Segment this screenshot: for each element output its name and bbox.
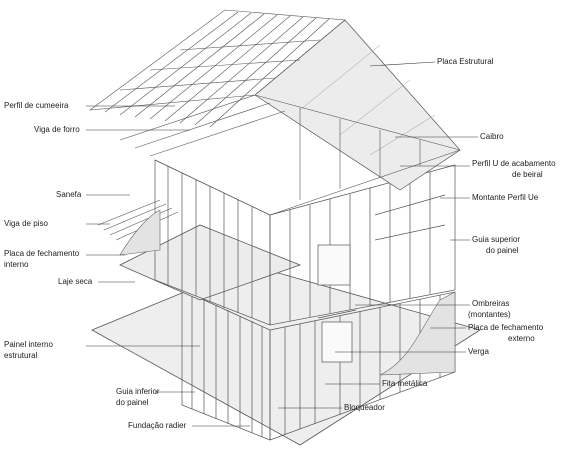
label-perfil-u-line1: Perfil U de acabamento — [472, 159, 556, 168]
label-guia-inferior-line1: Guia inferior — [116, 387, 160, 396]
label-bloqueador: Bloqueador — [344, 403, 385, 412]
interior-sheathing — [119, 209, 161, 256]
label-placa-fech-interno-line1: Placa de fechamento — [4, 249, 80, 258]
label-placa-fech-externo-line2: externo — [508, 334, 535, 343]
label-verga: Verga — [468, 347, 489, 356]
label-placa-fech-interno-line2: interno — [4, 260, 29, 269]
ceiling-joists — [119, 94, 461, 216]
label-sanefa: Sanefa — [56, 190, 82, 199]
exterior-sheathing — [379, 291, 456, 376]
label-guia-superior-line2: do painel — [486, 246, 519, 255]
leader-lines — [86, 61, 478, 427]
label-painel-interno-line1: Painel interno — [4, 340, 53, 349]
label-placa-estrutural: Placa Estrutural — [437, 57, 494, 66]
label-guia-inferior-line2: do painel — [116, 398, 149, 407]
label-ombreiras-line2: (montantes) — [468, 310, 511, 319]
label-laje-seca: Laje seca — [58, 277, 93, 286]
label-fundacao-radier: Fundação radier — [128, 421, 187, 430]
ground-floor-side-wall — [269, 291, 456, 441]
roof-sheathing-seams — [299, 44, 436, 156]
label-placa-fech-externo-line1: Placa de fechamento — [468, 323, 544, 332]
roof-rafters — [88, 9, 346, 128]
label-perfil-u-line2: de beiral — [512, 170, 543, 179]
label-viga-forro: Viga de forro — [34, 125, 80, 134]
label-guia-superior-line1: Guia superior — [472, 235, 521, 244]
label-perfil-cumeeira: Perfil de cumeeira — [4, 101, 69, 110]
label-viga-piso: Viga de piso — [4, 219, 48, 228]
label-caibro: Caibro — [480, 132, 504, 141]
label-fita-metalica: Fita metálica — [382, 379, 428, 388]
roof-sheathing — [254, 19, 461, 191]
label-painel-interno-line2: estrutural — [4, 351, 38, 360]
label-ombreiras-line1: Ombreiras — [472, 299, 510, 308]
label-montante: Montante Perfil Ue — [472, 193, 539, 202]
